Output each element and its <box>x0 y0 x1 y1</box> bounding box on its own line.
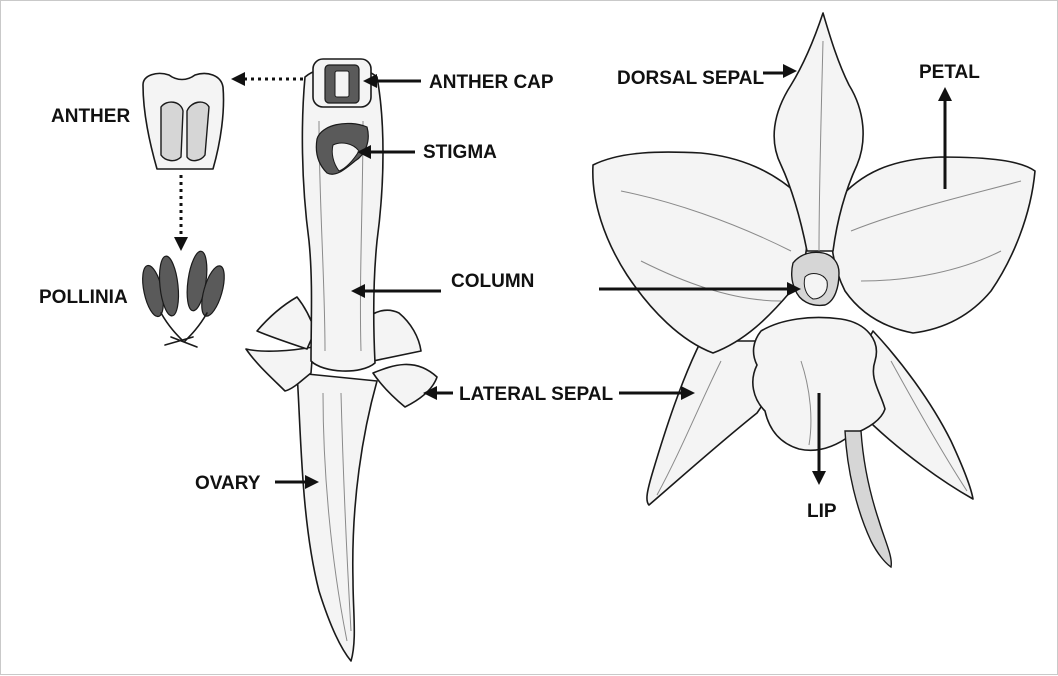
petal-left <box>593 152 808 353</box>
flower-lateral-sepal-left <box>647 341 772 505</box>
pollinia-drawing <box>139 250 229 347</box>
label-anther-cap: ANTHER CAP <box>429 72 554 93</box>
label-lateral-sepal: LATERAL SEPAL <box>459 384 614 405</box>
ovary <box>297 373 377 661</box>
label-stigma: STIGMA <box>423 142 497 163</box>
anther-drawing <box>143 73 224 169</box>
label-column: COLUMN <box>451 271 534 292</box>
label-ovary: OVARY <box>195 473 261 494</box>
lateral-sepal-right <box>373 364 437 407</box>
column <box>302 67 383 372</box>
label-anther: ANTHER <box>51 106 130 127</box>
petal-right <box>831 157 1035 333</box>
label-pollinia: POLLINIA <box>39 287 128 308</box>
label-lip: LIP <box>807 501 837 522</box>
label-petal: PETAL <box>919 62 980 83</box>
label-dorsal-sepal: DORSAL SEPAL <box>617 68 764 89</box>
column-ovary-drawing <box>246 59 437 661</box>
